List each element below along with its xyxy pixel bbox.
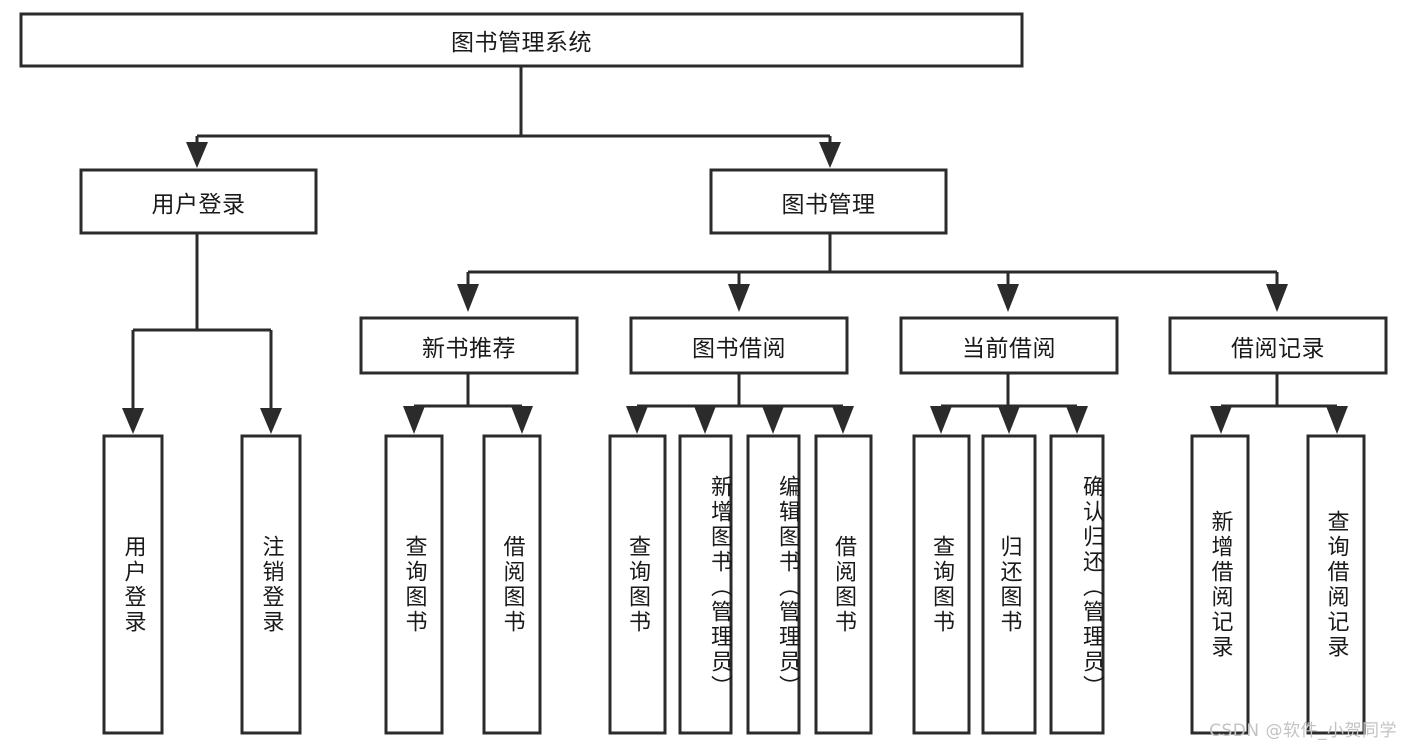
node-box-current-borrow[interactable]: [899, 316, 1119, 375]
node-box-borrow-record[interactable]: [1168, 316, 1388, 375]
arrow-head-newbook-leaf-1: [403, 406, 425, 434]
arrow-head-borrow-record: [1266, 284, 1288, 312]
arrow-head-bookborrow-leaf-2: [694, 406, 716, 434]
arrow-head-bookborrow-leaf-4: [832, 406, 854, 434]
node-box-leaf-query-book-1[interactable]: [384, 434, 444, 735]
node-box-leaf-query-book-3[interactable]: [912, 434, 971, 735]
node-box-book-borrow[interactable]: [629, 316, 849, 375]
node-box-leaf-borrow-book-1[interactable]: [482, 434, 542, 735]
arrow-head-current-borrow: [997, 284, 1019, 312]
arrow-head-borrowrecord-leaf-1: [1210, 406, 1232, 434]
node-box-book-management[interactable]: [709, 168, 948, 235]
node-box-leaf-add-borrow-record[interactable]: [1190, 434, 1250, 735]
node-box-user-login[interactable]: [79, 168, 318, 235]
arrow-head-currentborrow-leaf-1: [930, 406, 952, 434]
arrow-head-leaf-user-login-1: [122, 408, 144, 434]
node-box-leaf-query-book-2[interactable]: [608, 434, 667, 735]
arrow-head-user-login: [186, 142, 208, 168]
arrow-head-new-book: [457, 284, 479, 312]
node-box-leaf-query-borrow-record[interactable]: [1306, 434, 1366, 735]
node-box-leaf-edit-book-admin[interactable]: [746, 434, 801, 735]
node-box-layer: [19, 12, 1388, 735]
arrow-head-book-mgmt: [819, 142, 841, 168]
node-box-root[interactable]: [19, 12, 1024, 68]
node-box-leaf-user-login[interactable]: [102, 434, 164, 735]
node-box-leaf-confirm-return-admin[interactable]: [1049, 434, 1105, 735]
arrow-head-currentborrow-leaf-3: [1066, 406, 1088, 434]
connector-layer: [122, 67, 1348, 434]
arrow-head-currentborrow-leaf-2: [998, 406, 1020, 434]
arrow-head-bookborrow-leaf-1: [626, 406, 648, 434]
node-box-new-book-recommend[interactable]: [359, 316, 579, 375]
arrow-head-newbook-leaf-2: [511, 406, 533, 434]
arrow-head-borrowrecord-leaf-2: [1326, 406, 1348, 434]
watermark-text: CSDN @软件_小贺同学: [1209, 721, 1397, 741]
arrow-head-leaf-user-login-2: [260, 408, 282, 434]
node-box-leaf-return-book[interactable]: [981, 434, 1037, 735]
arrow-head-bookborrow-leaf-3: [762, 406, 784, 434]
arrow-head-book-borrow: [728, 284, 750, 312]
node-box-leaf-logout[interactable]: [240, 434, 302, 735]
node-box-leaf-borrow-book-2[interactable]: [814, 434, 873, 735]
node-box-leaf-add-book-admin[interactable]: [678, 434, 733, 735]
